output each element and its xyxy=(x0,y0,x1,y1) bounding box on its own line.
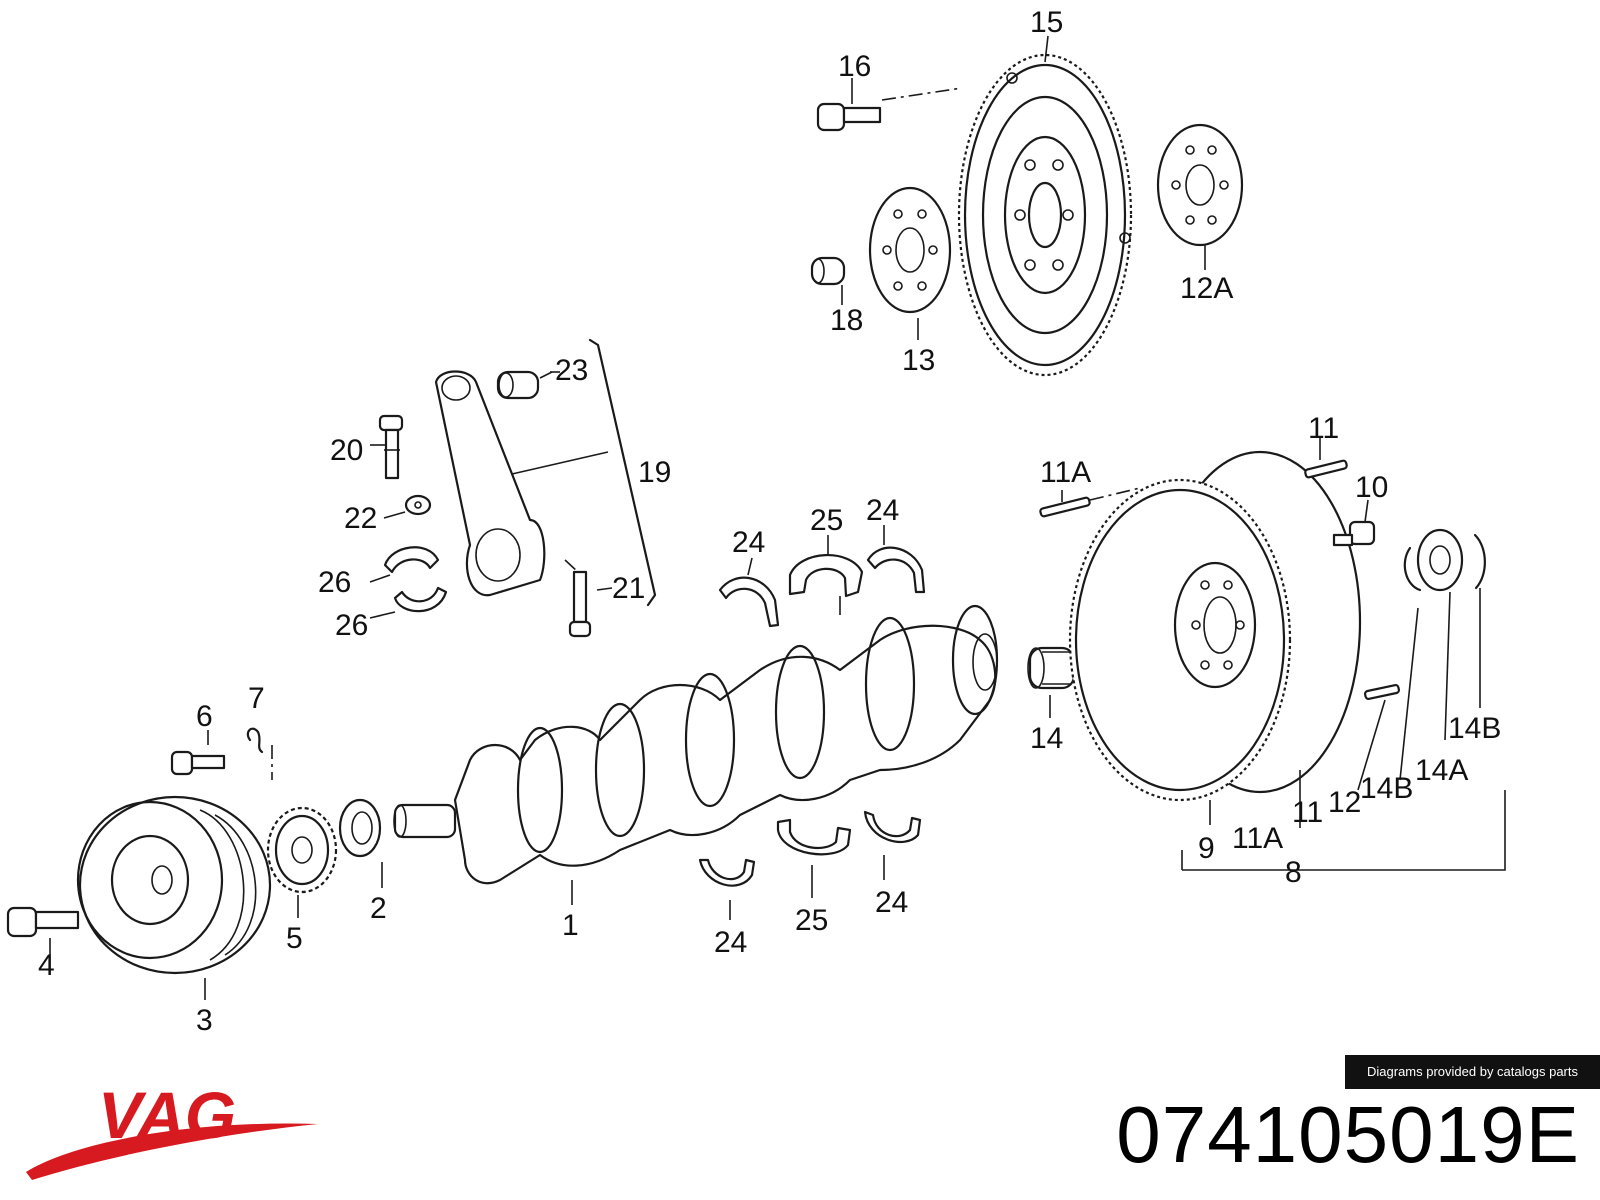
label-14A: 14A xyxy=(1415,754,1468,787)
label-4: 4 xyxy=(38,949,55,982)
bushing-18 xyxy=(810,256,846,286)
label-11A-lower: 11A xyxy=(1232,822,1283,855)
label-8: 8 xyxy=(1285,856,1302,889)
bolt-4 xyxy=(6,906,80,938)
label-11-upper: 11 xyxy=(1308,412,1339,445)
part-labels: 15 16 12A 18 13 23 19 20 22 26 26 21 24 … xyxy=(38,6,1501,1037)
key-7 xyxy=(246,727,273,780)
label-3: 3 xyxy=(196,1004,213,1037)
bearing-shell-25-upper xyxy=(788,554,864,615)
label-6: 6 xyxy=(196,700,213,733)
thrust-washer-24-lower-right xyxy=(863,810,922,844)
label-21: 21 xyxy=(612,572,645,605)
label-22: 22 xyxy=(344,502,377,535)
bolt-20 xyxy=(370,414,404,480)
label-14B-left: 14B xyxy=(1360,772,1413,805)
nut-22 xyxy=(404,494,432,516)
pulley-3 xyxy=(76,795,272,975)
label-1: 1 xyxy=(562,909,579,942)
label-12: 12 xyxy=(1328,786,1361,819)
label-16: 16 xyxy=(838,50,871,83)
label-10: 10 xyxy=(1355,471,1388,504)
label-24-lower-right: 24 xyxy=(875,886,908,919)
exploded-parts-diagram: 15 16 12A 18 13 23 19 20 22 26 26 21 24 … xyxy=(6,6,1506,1037)
label-15: 15 xyxy=(1030,6,1063,39)
label-11-lower: 11 xyxy=(1292,796,1323,829)
group-bracket-8 xyxy=(1181,790,1506,871)
thrust-washer-24-lower-left xyxy=(698,858,756,887)
thrust-washer-24-upper-left xyxy=(718,576,780,628)
label-24-upper-right: 24 xyxy=(866,494,899,527)
label-23: 23 xyxy=(555,354,588,387)
flywheel-15 xyxy=(957,53,1133,377)
part-number: 074105019E xyxy=(1116,1090,1580,1179)
sprocket-5 xyxy=(266,806,338,894)
pin-12 xyxy=(1363,684,1401,700)
diagram-canvas: 15 16 12A 18 13 23 19 20 22 26 26 21 24 … xyxy=(6,6,1506,1037)
label-26-upper: 26 xyxy=(318,566,351,599)
label-14: 14 xyxy=(1030,722,1063,755)
vag-logo: VAG xyxy=(18,1080,318,1190)
bolt-10 xyxy=(1332,520,1376,547)
bolt-16 xyxy=(816,87,963,132)
bushing-23 xyxy=(496,370,553,400)
label-24-lower-left: 24 xyxy=(714,926,747,959)
label-18: 18 xyxy=(830,304,863,337)
bearing-shell-25-lower xyxy=(776,818,852,856)
bolt-6 xyxy=(170,730,226,776)
label-7: 7 xyxy=(248,682,265,715)
diagram-credit-badge: Diagrams provided by catalogs parts xyxy=(1345,1055,1600,1089)
label-19: 19 xyxy=(638,456,671,489)
bearing-14A-14B xyxy=(1403,528,1486,592)
label-26-lower: 26 xyxy=(335,609,368,642)
thrust-washer-24-upper-right xyxy=(866,546,926,594)
bolt-21 xyxy=(564,559,592,638)
bearing-shells-26 xyxy=(383,546,448,613)
dual-mass-flywheel-8 xyxy=(1068,450,1362,802)
label-2: 2 xyxy=(370,892,387,925)
pin-11A xyxy=(1039,487,1141,518)
label-5: 5 xyxy=(286,922,303,955)
needle-bearing-14 xyxy=(1027,646,1076,690)
label-11A-upper: 11A xyxy=(1040,456,1091,489)
label-9: 9 xyxy=(1198,832,1215,865)
label-25-lower: 25 xyxy=(795,904,828,937)
crankshaft-1 xyxy=(393,604,999,885)
label-12A: 12A xyxy=(1180,272,1233,305)
label-20: 20 xyxy=(330,434,363,467)
label-14B-right: 14B xyxy=(1448,712,1501,745)
label-25-upper: 25 xyxy=(810,504,843,537)
plate-12A xyxy=(1156,123,1244,247)
label-24-upper-left: 24 xyxy=(732,526,765,559)
connecting-rod-19 xyxy=(434,338,657,607)
logo-swoosh xyxy=(26,1123,318,1180)
label-13: 13 xyxy=(902,344,935,377)
leader-lines xyxy=(49,35,1481,1000)
pin-11 xyxy=(1304,459,1348,479)
logo-text: VAG xyxy=(98,1080,236,1152)
plate-13 xyxy=(868,186,952,314)
seal-2 xyxy=(338,798,382,858)
